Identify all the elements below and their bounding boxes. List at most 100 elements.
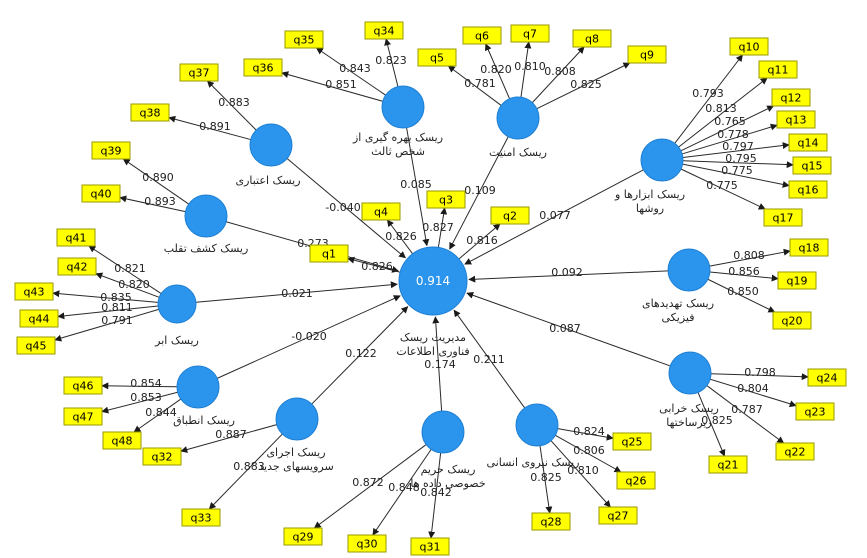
construct-circle[interactable] <box>275 397 319 441</box>
construct-l5[interactable] <box>184 194 228 238</box>
indicator-box[interactable] <box>410 537 450 556</box>
indicator-box[interactable] <box>364 21 404 40</box>
construct-l4[interactable] <box>249 123 293 167</box>
indicator-box[interactable] <box>309 244 349 263</box>
construct-circle[interactable] <box>249 123 293 167</box>
construct-circle[interactable] <box>496 96 540 140</box>
indicator-box[interactable] <box>792 156 832 175</box>
construct-circle[interactable] <box>398 246 468 316</box>
indicator-box[interactable] <box>772 311 812 330</box>
indicator-q3[interactable]: q3 <box>426 190 466 209</box>
indicator-q17[interactable]: q17 <box>763 208 803 227</box>
indicator-box[interactable] <box>807 368 847 387</box>
indicator-q31[interactable]: q31 <box>410 537 450 556</box>
indicator-q38[interactable]: q38 <box>130 103 170 122</box>
indicator-box[interactable] <box>179 63 219 82</box>
indicator-box[interactable] <box>426 190 466 209</box>
construct-circle[interactable] <box>515 403 559 447</box>
indicator-q21[interactable]: q21 <box>708 455 748 474</box>
indicator-q42[interactable]: q42 <box>57 257 97 276</box>
indicator-q10[interactable]: q10 <box>729 37 769 56</box>
indicator-q7[interactable]: q7 <box>510 24 550 43</box>
indicator-q14[interactable]: q14 <box>788 133 828 152</box>
indicator-q43[interactable]: q43 <box>14 282 54 301</box>
indicator-q26[interactable]: q26 <box>616 471 656 490</box>
indicator-q20[interactable]: q20 <box>772 311 812 330</box>
indicator-box[interactable] <box>102 431 142 450</box>
indicator-box[interactable] <box>616 471 656 490</box>
construct-circle[interactable] <box>668 351 712 395</box>
indicator-box[interactable] <box>490 206 530 225</box>
indicator-box[interactable] <box>347 534 387 553</box>
construct-l1[interactable] <box>381 85 425 129</box>
indicator-q36[interactable]: q36 <box>243 58 283 77</box>
indicator-box[interactable] <box>462 26 502 45</box>
indicator-q28[interactable]: q28 <box>531 512 571 531</box>
indicator-box[interactable] <box>361 202 401 221</box>
indicator-q4[interactable]: q4 <box>361 202 401 221</box>
construct-l10[interactable] <box>421 410 465 454</box>
indicator-box[interactable] <box>775 442 815 461</box>
indicator-box[interactable] <box>81 184 121 203</box>
indicator-q9[interactable]: q9 <box>627 45 667 64</box>
construct-circle[interactable] <box>421 410 465 454</box>
indicator-q34[interactable]: q34 <box>364 21 404 40</box>
indicator-box[interactable] <box>531 512 571 531</box>
indicator-box[interactable] <box>56 228 96 247</box>
indicator-q12[interactable]: q12 <box>771 88 811 107</box>
indicator-q33[interactable]: q33 <box>181 508 221 527</box>
indicator-q11[interactable]: q11 <box>758 60 798 79</box>
indicator-q44[interactable]: q44 <box>19 309 59 328</box>
indicator-box[interactable] <box>763 208 803 227</box>
construct-circle[interactable] <box>381 85 425 129</box>
indicator-box[interactable] <box>788 180 828 199</box>
indicator-box[interactable] <box>284 30 324 49</box>
indicator-box[interactable] <box>776 110 816 129</box>
indicator-q48[interactable]: q48 <box>102 431 142 450</box>
construct-l2[interactable] <box>496 96 540 140</box>
indicator-q27[interactable]: q27 <box>598 506 638 525</box>
indicator-q39[interactable]: q39 <box>91 141 131 160</box>
indicator-q29[interactable]: q29 <box>283 527 323 546</box>
indicator-box[interactable] <box>19 309 59 328</box>
indicator-box[interactable] <box>598 506 638 525</box>
indicator-box[interactable] <box>795 402 835 421</box>
indicator-box[interactable] <box>777 271 817 290</box>
indicator-box[interactable] <box>16 336 56 355</box>
construct-circle[interactable] <box>184 194 228 238</box>
indicator-q19[interactable]: q19 <box>777 271 817 290</box>
indicator-q22[interactable]: q22 <box>775 442 815 461</box>
construct-l7[interactable] <box>667 248 711 292</box>
indicator-q35[interactable]: q35 <box>284 30 324 49</box>
indicator-q30[interactable]: q30 <box>347 534 387 553</box>
construct-c[interactable]: 0.914 <box>398 246 468 316</box>
indicator-q45[interactable]: q45 <box>16 336 56 355</box>
indicator-box[interactable] <box>789 238 829 257</box>
indicator-box[interactable] <box>63 376 103 395</box>
construct-l12[interactable] <box>668 351 712 395</box>
indicator-q5[interactable]: q5 <box>417 48 457 67</box>
construct-l9[interactable] <box>275 397 319 441</box>
indicator-q47[interactable]: q47 <box>63 407 103 426</box>
indicator-q16[interactable]: q16 <box>788 180 828 199</box>
indicator-q8[interactable]: q8 <box>572 29 612 48</box>
indicator-q13[interactable]: q13 <box>776 110 816 129</box>
indicator-box[interactable] <box>181 508 221 527</box>
indicator-box[interactable] <box>771 88 811 107</box>
indicator-box[interactable] <box>130 103 170 122</box>
indicator-q23[interactable]: q23 <box>795 402 835 421</box>
indicator-box[interactable] <box>14 282 54 301</box>
indicator-q2[interactable]: q2 <box>490 206 530 225</box>
indicator-q18[interactable]: q18 <box>789 238 829 257</box>
indicator-q37[interactable]: q37 <box>179 63 219 82</box>
indicator-box[interactable] <box>572 29 612 48</box>
indicator-box[interactable] <box>417 48 457 67</box>
indicator-q41[interactable]: q41 <box>56 228 96 247</box>
indicator-q40[interactable]: q40 <box>81 184 121 203</box>
indicator-q25[interactable]: q25 <box>612 432 652 451</box>
indicator-box[interactable] <box>142 447 182 466</box>
indicator-box[interactable] <box>788 133 828 152</box>
indicator-box[interactable] <box>510 24 550 43</box>
indicator-box[interactable] <box>758 60 798 79</box>
indicator-box[interactable] <box>627 45 667 64</box>
